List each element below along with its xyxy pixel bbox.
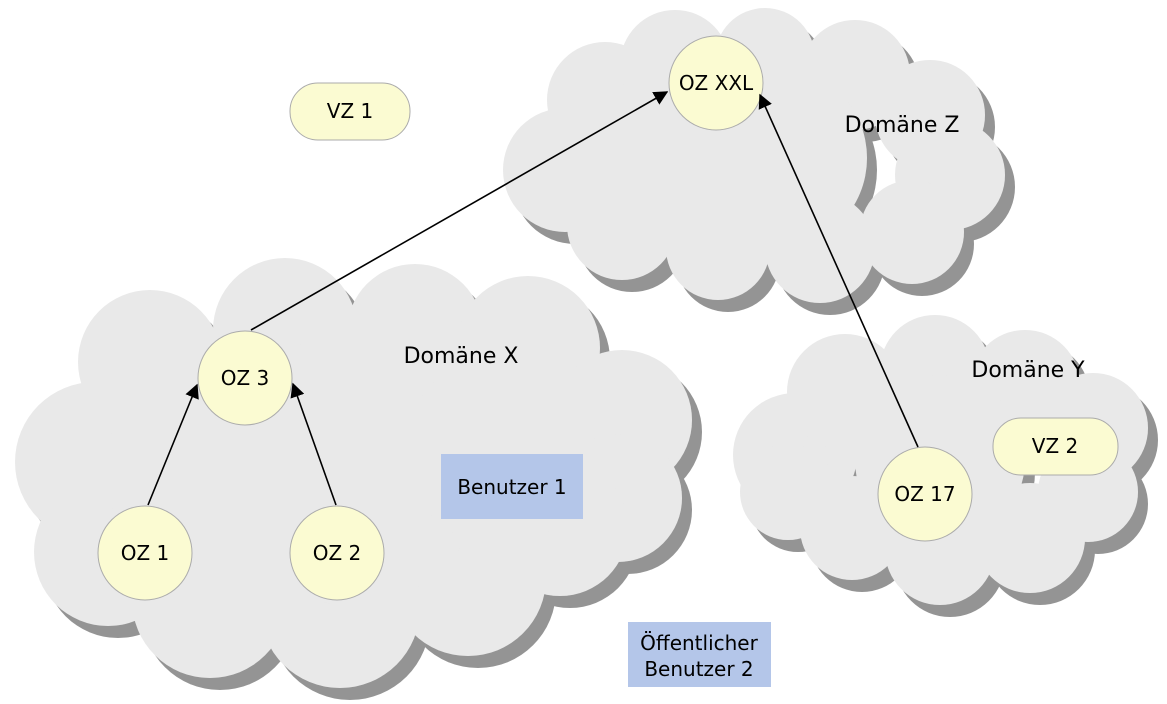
- edge-oz1-to-oz3: [147, 383, 199, 506]
- edge-oz17-to-ozxxl: [758, 93, 919, 448]
- node-label-oz-3: OZ 3: [221, 366, 270, 390]
- edge-oz3-to-ozxxl: [250, 91, 669, 331]
- cloud-domain-z: [503, 8, 1005, 303]
- domain-label-y: Domäne Y: [971, 358, 1085, 383]
- user-label-benutzer-2-line2: Benutzer 2: [644, 657, 753, 681]
- node-label-oz-17: OZ 17: [894, 482, 955, 506]
- labels: Domäne X Domäne Z Domäne Y OZ XXL OZ 3 O…: [121, 71, 1085, 681]
- domain-label-x: Domäne X: [404, 344, 519, 369]
- node-label-oz-xxl: OZ XXL: [679, 71, 754, 95]
- node-oz-3: [197, 330, 293, 426]
- edges: [147, 91, 919, 506]
- domain-label-z: Domäne Z: [845, 113, 960, 138]
- node-vz-2: [992, 417, 1119, 476]
- cloud-domain-x: [15, 258, 692, 688]
- user-label-benutzer-2-line1: Öffentlicher: [640, 631, 758, 655]
- ontology-nodes: [97, 35, 1119, 601]
- user-box-benutzer-1: [441, 454, 583, 519]
- node-vz-1: [289, 82, 411, 141]
- node-label-oz-2: OZ 2: [313, 541, 362, 565]
- cloud-bump: [740, 444, 836, 540]
- node-oz-1: [97, 505, 193, 601]
- user-boxes: [441, 454, 771, 687]
- node-label-vz-2: VZ 2: [1032, 434, 1078, 458]
- user-box-benutzer-2: [628, 622, 771, 687]
- node-oz-2: [289, 505, 385, 601]
- edge-oz2-to-oz3: [290, 382, 337, 506]
- cloud-bump: [860, 180, 964, 284]
- user-label-benutzer-1: Benutzer 1: [457, 475, 566, 499]
- node-oz-xxl: [668, 35, 764, 131]
- node-oz-17: [877, 446, 973, 542]
- node-label-oz-1: OZ 1: [121, 541, 170, 565]
- node-label-vz-1: VZ 1: [327, 99, 373, 123]
